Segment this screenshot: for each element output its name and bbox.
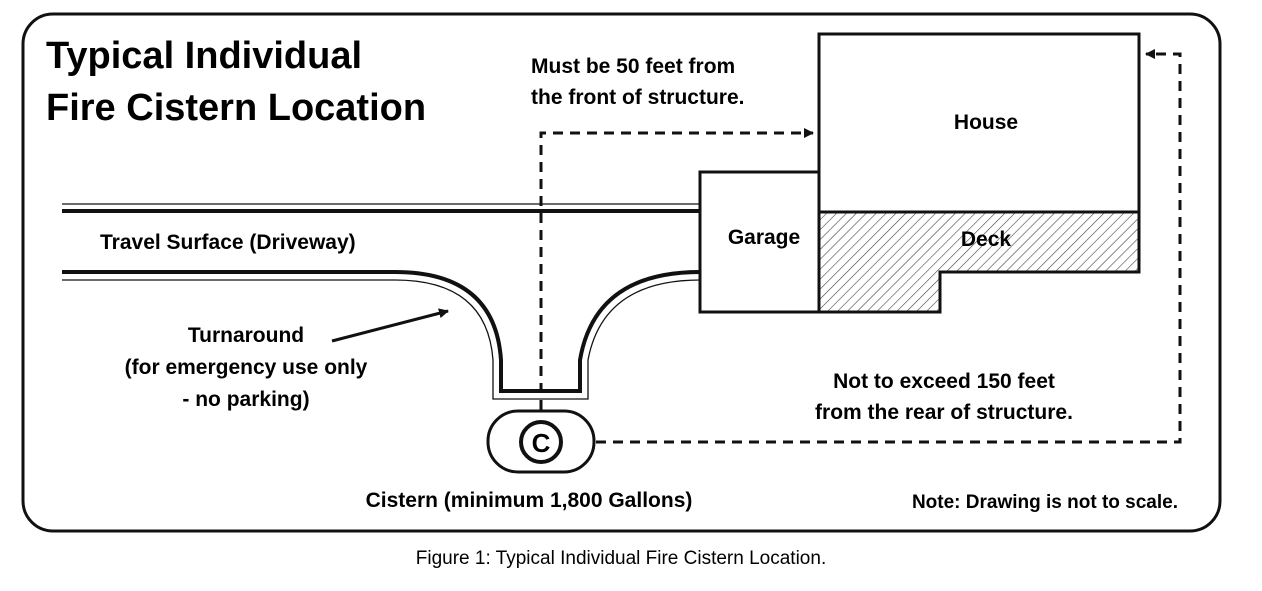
turnaround-label-line2: (for emergency use only — [125, 356, 368, 379]
front-distance-line — [539, 128, 814, 410]
garage-label: Garage — [728, 226, 800, 249]
turnaround-label-line3: - no parking) — [182, 388, 309, 411]
deck-label: Deck — [961, 228, 1012, 251]
cistern-label: Cistern (minimum 1,800 Gallons) — [366, 489, 693, 512]
cistern-symbol: C — [532, 428, 551, 458]
figure-caption: Figure 1: Typical Individual Fire Cister… — [416, 548, 826, 569]
driveway-top-edge — [62, 203, 700, 213]
house-label: House — [954, 111, 1018, 134]
garage-outline — [698, 170, 821, 314]
deck-outline — [817, 210, 1141, 314]
front-distance-label-line1: Must be 50 feet from — [531, 55, 735, 78]
turnaround-outline — [62, 270, 701, 400]
diagram-title-line1: Typical Individual — [46, 35, 362, 77]
rear-distance-line — [596, 49, 1182, 444]
house-outline — [817, 32, 1141, 214]
rear-distance-label-line1: Not to exceed 150 feet — [833, 370, 1055, 393]
turnaround-label-line1: Turnaround — [188, 324, 304, 347]
diagram-frame — [21, 12, 1222, 533]
scale-note: Note: Drawing is not to scale. — [912, 492, 1178, 513]
cistern-symbol-ring — [519, 420, 563, 464]
rear-distance-label-line2: from the rear of structure. — [815, 401, 1073, 424]
driveway-label: Travel Surface (Driveway) — [100, 231, 356, 254]
turnaround-pointer-arrow — [331, 308, 449, 343]
front-distance-label-line2: the front of structure. — [531, 86, 745, 109]
diagram-title-line2: Fire Cistern Location — [46, 87, 426, 129]
